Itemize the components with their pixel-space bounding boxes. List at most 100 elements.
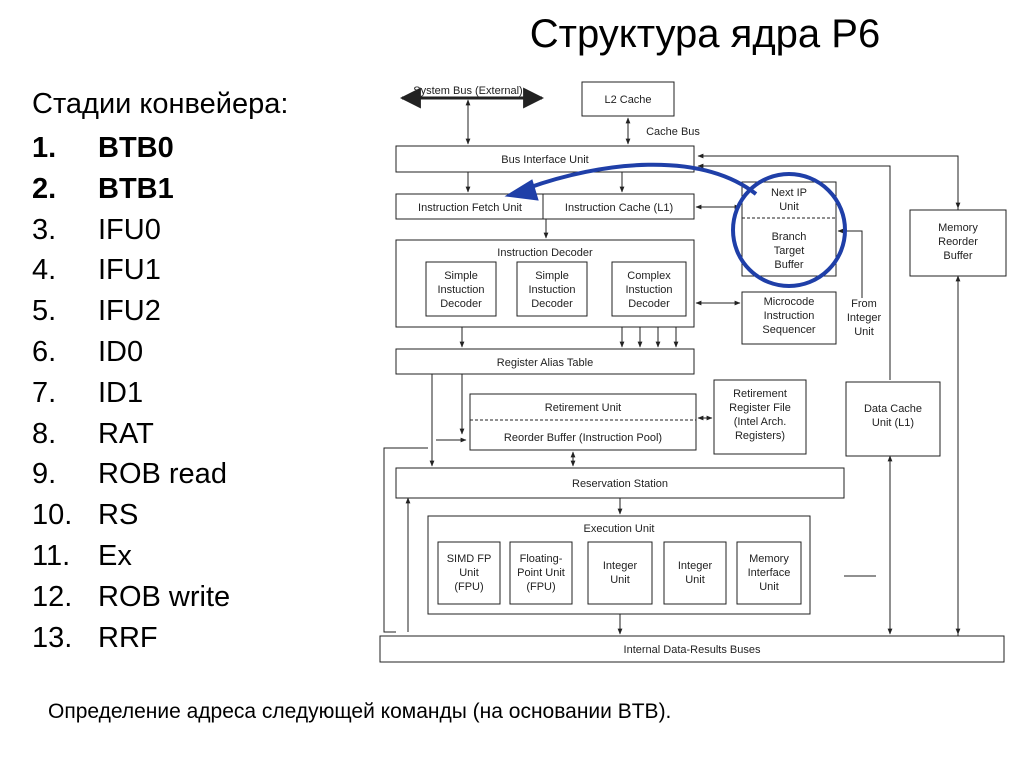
from-integer-line-3: Unit xyxy=(854,326,874,338)
btb-highlight-circle xyxy=(731,172,847,288)
fetch-cache-box xyxy=(395,193,695,220)
simd-line-2: Unit xyxy=(459,567,479,579)
stage-number: 9. xyxy=(32,458,57,491)
mem-iface-line-2: Interface xyxy=(748,567,791,579)
btb-label-3: Buffer xyxy=(774,259,803,271)
rrf-line-1: Retirement xyxy=(733,388,787,400)
complex-decoder-box xyxy=(611,261,687,317)
stage-label: Ex xyxy=(98,539,132,572)
simple-decoder-1-line-2: Instuction xyxy=(437,284,484,296)
btb-label-1: Branch xyxy=(772,231,807,243)
register-alias-table-label: Register Alias Table xyxy=(497,357,593,369)
stage-number: 4. xyxy=(32,254,57,287)
system-bus-label: System Bus (External) xyxy=(413,85,522,97)
simple-decoder-1-line-1: Simple xyxy=(444,270,478,282)
register-alias-table-box xyxy=(395,348,695,375)
complex-decoder-line-2: Instuction xyxy=(625,284,672,296)
stage-label: ID0 xyxy=(98,335,144,368)
stage-number: 6. xyxy=(32,335,57,368)
data-cache-line-2: Unit (L1) xyxy=(872,417,914,429)
from-integer-line-2: Integer xyxy=(847,312,882,324)
stage-label: ROB write xyxy=(98,580,231,613)
microcode-line-1: Microcode xyxy=(764,296,815,308)
stage-number: 10. xyxy=(32,499,73,532)
stage-label: RS xyxy=(98,499,139,532)
from-integer-line-1: From xyxy=(851,298,877,310)
microcode-sequencer-box xyxy=(741,291,837,345)
simple-decoder-2-box xyxy=(516,261,588,317)
cache-bus-label: Cache Bus xyxy=(646,126,700,138)
stage-number: 3. xyxy=(32,213,57,246)
stage-number: 8. xyxy=(32,417,57,450)
pipeline-stage-item: 11.Ex xyxy=(32,536,230,577)
stage-number: 5. xyxy=(32,295,57,328)
btb-label-2: Target xyxy=(774,245,805,257)
stage-number: 12. xyxy=(32,580,73,613)
bus-interface-unit-box xyxy=(395,145,695,173)
pipeline-stage-item: 10. RS xyxy=(32,495,230,536)
pipeline-stage-item: 5.IFU2 xyxy=(32,291,230,332)
mem-iface-line-1: Memory xyxy=(749,553,789,565)
btb-highlight-arrow xyxy=(527,162,758,196)
simd-line-1: SIMD FP xyxy=(447,553,492,565)
retirement-unit-label: Retirement Unit xyxy=(545,402,621,414)
pipeline-stage-item: 1. BTB0 xyxy=(32,128,230,169)
simple-decoder-2-line-3: Decoder xyxy=(531,298,573,310)
fpu-line-2: Point Unit xyxy=(517,567,565,579)
instruction-decoder-label: Instruction Decoder xyxy=(497,247,593,259)
mrb-label-2: Reorder xyxy=(938,236,978,248)
retirement-register-file-box xyxy=(713,379,807,455)
l2-cache-box xyxy=(581,81,675,117)
reorder-buffer-box xyxy=(469,393,697,451)
data-cache-line-1: Data Cache xyxy=(864,403,922,415)
floating-point-unit-box xyxy=(509,541,573,605)
integer-1-line-2: Unit xyxy=(610,574,630,586)
instruction-cache-label: Instruction Cache (L1) xyxy=(565,202,673,214)
pipeline-stage-item: 9. ROB read xyxy=(32,454,230,495)
reservation-station-box xyxy=(395,467,845,499)
internal-buses-label: Internal Data-Results Buses xyxy=(624,644,761,656)
data-cache-unit-box xyxy=(845,381,941,457)
stage-number: 2. xyxy=(32,172,57,205)
rrf-line-3: (Intel Arch. xyxy=(734,416,787,428)
simd-fp-unit-box xyxy=(437,541,501,605)
next-ip-label-2: Unit xyxy=(779,201,799,213)
pipeline-stage-item: 4. IFU1 xyxy=(32,250,230,291)
pipeline-stage-item: 2.BTB1 xyxy=(32,169,230,210)
l2-cache-label: L2 Cache xyxy=(604,94,651,106)
complex-decoder-line-3: Decoder xyxy=(628,298,670,310)
simple-decoder-1-box xyxy=(425,261,497,317)
stage-number: 1. xyxy=(32,132,57,164)
slide-caption: Определение адреса следующей команды (на… xyxy=(48,700,672,723)
fpu-line-3: (FPU) xyxy=(526,581,555,593)
mrb-label-3: Buffer xyxy=(943,250,972,262)
stage-label: IFU1 xyxy=(98,254,161,287)
bus-interface-unit-label: Bus Interface Unit xyxy=(501,154,588,166)
complex-decoder-line-1: Complex xyxy=(627,270,671,282)
integer-1-line-1: Integer xyxy=(603,560,638,572)
pipeline-stage-item: 3.IFU0 xyxy=(32,210,230,251)
stages-heading: Стадии конвейера: xyxy=(32,88,289,120)
reservation-station-label: Reservation Station xyxy=(572,478,668,490)
pipeline-stage-item: 8.RAT xyxy=(32,414,230,455)
simple-decoder-1-line-3: Decoder xyxy=(440,298,482,310)
next-ip-label-1: Next IP xyxy=(771,187,807,199)
rrf-line-4: Registers) xyxy=(735,430,785,442)
microcode-line-3: Sequencer xyxy=(762,324,816,336)
stage-label: ID1 xyxy=(98,376,144,409)
btb-highlight xyxy=(504,162,847,288)
btb-highlight-arrowhead xyxy=(504,179,539,201)
mrb-label-1: Memory xyxy=(938,222,978,234)
simple-decoder-2-line-2: Instuction xyxy=(528,284,575,296)
microcode-line-2: Instruction xyxy=(764,310,815,322)
memory-reorder-buffer-box xyxy=(909,209,1007,277)
slide-title: Структура ядра P6 xyxy=(529,12,881,56)
stage-number: 7. xyxy=(32,376,57,409)
mem-iface-line-3: Unit xyxy=(759,581,779,593)
reorder-buffer-label: Reorder Buffer (Instruction Pool) xyxy=(504,432,662,444)
integer-unit-2-box xyxy=(663,541,727,605)
stage-label: ROB read xyxy=(98,458,227,491)
stage-label: BTB0 xyxy=(98,132,174,164)
